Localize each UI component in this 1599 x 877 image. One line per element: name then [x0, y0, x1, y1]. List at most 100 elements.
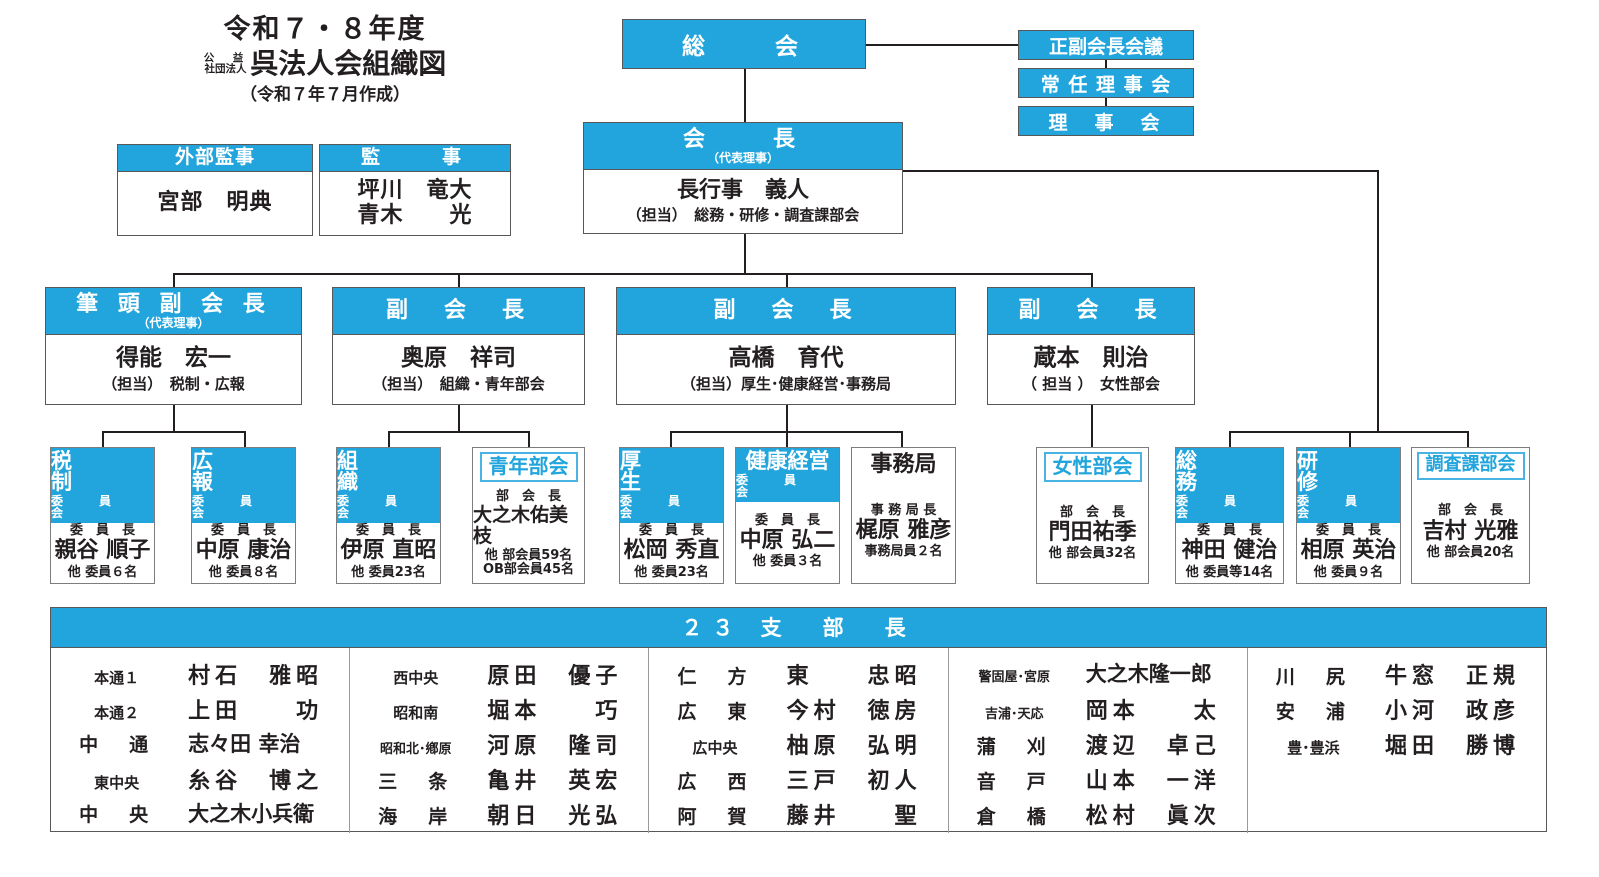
connector-vp2-drop: [458, 273, 460, 287]
connector-zeisei-drop: [102, 431, 104, 448]
committee-zeisei: 税 制 委 員 会 委 員 長 親谷 順子 他 委員６名: [50, 447, 155, 584]
connector-kenkou-drop: [786, 431, 788, 448]
vp4-header: 副 会 長: [988, 288, 1194, 335]
vp2-name: 奥原 祥司: [401, 345, 516, 372]
vp1-name: 得能 宏一: [116, 345, 231, 372]
committee-seinen-title: 青年部会: [479, 452, 578, 482]
committee-kousei-person: 松岡 秀直: [623, 538, 720, 564]
committee-jimukyoku-person: 梶原 雅彦: [855, 517, 952, 543]
committee-soumu-count: 他 委員等14名: [1185, 564, 1274, 580]
branch-row: 広 西三戸 初人: [649, 763, 947, 798]
committee-jimukyoku: 事務局 事 務 局 長 梶原 雅彦 事務局員２名: [851, 447, 956, 584]
branch-row: 昭和南堀本 巧: [350, 693, 648, 728]
committee-zeisei-sub: 委 員 会: [51, 494, 148, 520]
branch-chief-name: 上田 功: [188, 699, 324, 724]
connector-vp2-down: [458, 404, 460, 432]
branch-chief-name: 志々田 幸治: [188, 732, 301, 756]
committee-soumu-sub: 委 員 会: [1176, 494, 1273, 520]
kanji-names: 坪川 竜大 青木 光: [320, 172, 510, 235]
committee-kenshu-title: 研 修: [1297, 449, 1396, 494]
vp1-header-main: 筆 頭 副 会 長: [76, 291, 271, 317]
committee-jimukyoku-header: 事務局: [852, 448, 955, 482]
branch-chief-name: 岡本 太: [1085, 699, 1221, 724]
committee-kouhou: 広 報 委 員 会 委 員 長 中原 康治 他 委員８名: [191, 447, 296, 584]
kaicho-header-main: 会 長: [682, 126, 803, 152]
committee-soumu-role: 委 員 長: [1196, 523, 1262, 539]
committee-soumu-person: 神田 健治: [1181, 538, 1278, 564]
connector-vp3-drop: [786, 273, 788, 287]
committee-kenkou-role: 委 員 長: [754, 512, 820, 528]
branch-column: 川 尻牛窓 正規安 浦小河 政彦豊･豊浜堀田 勝博: [1248, 648, 1546, 833]
branch-row: 中 通志々田 幸治: [51, 728, 349, 763]
connector-vp4-down: [1091, 404, 1093, 448]
branch-chief-name: 堀田 勝博: [1384, 734, 1520, 759]
branch-area-name: 音 戸: [976, 771, 1052, 793]
connector-vp1-down: [173, 404, 175, 432]
branch-chief-name: 大之木小兵衛: [188, 802, 315, 826]
connector-vp2-bus: [388, 431, 530, 433]
committee-kenkou-header: 健康経営 委 員 会: [736, 448, 839, 502]
branch-row: 蒲 刈渡辺 卓己: [949, 728, 1247, 763]
committee-kouhou-count: 他 委員８名: [208, 564, 279, 580]
committee-seinen-header: 青年部会: [473, 448, 584, 486]
committee-kenshu-person: 相原 英治: [1300, 538, 1397, 564]
kanji-name-1: 坪川 竜大: [357, 177, 473, 203]
branch-row: 本通２ 上田 功: [51, 693, 349, 728]
committee-kousei: 厚 生 委 員 会 委 員 長 松岡 秀直 他 委員23名: [619, 447, 724, 584]
committee-soumu-header: 総 務 委 員 会: [1176, 448, 1283, 523]
branch-chief-name: 大之木隆一郎: [1085, 662, 1212, 686]
vp3-header-main: 副 会 長: [713, 298, 859, 324]
committee-kouhou-person: 中原 康治: [195, 538, 292, 564]
branch-table-header: ２３ 支 部 長: [51, 608, 1546, 648]
committee-kenshu-sub: 委 員 会: [1297, 494, 1394, 520]
committee-jimukyoku-count: 事務局員２名: [864, 544, 943, 560]
kaicho-duty: （担当） 総務・研修・調査課部会: [626, 205, 860, 224]
connector-jimukyoku-drop: [901, 431, 903, 448]
committee-jimukyoku-role: 事 務 局 長: [870, 502, 937, 518]
committee-kenshu: 研 修 委 員 会 委 員 長 相原 英治 他 委員９名: [1296, 447, 1401, 584]
committee-josei-body: 部 会 長 門田祐季 他 部会員32名: [1037, 486, 1148, 583]
vp2-body: 奥原 祥司 （担当） 組織・青年部会: [333, 335, 584, 404]
committee-soshiki-sub: 委 員 会: [337, 494, 434, 520]
branch-chief-name: 朝日 光弘: [487, 804, 623, 829]
committee-jimukyoku-title: 事務局: [870, 452, 937, 477]
committee-josei-bukai: 女性部会 部 会 長 門田祐季 他 部会員32名: [1036, 447, 1149, 584]
committee-zeisei-person: 親谷 順子: [54, 538, 151, 564]
branch-row: 安 浦小河 政彦: [1248, 693, 1546, 728]
kanji-name-2: 青木 光: [357, 202, 473, 228]
committee-kenkou-count: 他 委員３名: [752, 554, 823, 570]
committee-kenkou-sub: 委 員 会: [736, 473, 833, 499]
committee-soshiki: 組 織 委 員 会 委 員 長 伊原 直昭 他 委員23名: [336, 447, 441, 584]
vp3-body: 高橋 育代 （担当）厚生･健康経営･事務局: [617, 335, 955, 404]
branch-chief-name: 柚原 弘明: [786, 734, 922, 759]
page-title: 令和７・８年度 公 益 社団法人 呉法人会組織図 （令和７年７月作成）: [130, 16, 520, 104]
committee-chousa-bukai: 調査課部会 部 会 長 吉村 光雅 他 部会員20名: [1411, 447, 1530, 584]
committee-kenkou-body: 委 員 長 中原 弘二 他 委員３名: [736, 502, 839, 583]
branch-area-name: 安 浦: [1275, 701, 1351, 723]
committee-kenkou-person: 中原 弘二: [739, 527, 836, 553]
branch-chief-name: 亀井 英宏: [487, 769, 623, 794]
committee-soumu-title: 総 務: [1176, 449, 1275, 494]
branch-row: 倉 橋松村 眞次: [949, 798, 1247, 833]
kaicho-name: 長行事 義人: [676, 178, 809, 204]
branch-row: 音 戸山本 一洋: [949, 763, 1247, 798]
committee-kouhou-body: 委 員 長 中原 康治 他 委員８名: [192, 523, 295, 583]
gaibu-kanji-name: 宮部 明典: [157, 190, 273, 216]
committee-soshiki-header: 組 織 委 員 会: [337, 448, 440, 523]
branch-chief-name: 今村 徳房: [786, 699, 922, 724]
branch-area-name: 阿 賀: [677, 806, 753, 828]
branch-column: 仁 方東 忠昭広 東今村 徳房広中央柚原 弘明広 西三戸 初人阿 賀藤井 聖: [649, 648, 949, 833]
branch-row: 東中央糸谷 博之: [51, 763, 349, 798]
branch-area-name: 本通２: [94, 704, 140, 722]
committee-zeisei-header: 税 制 委 員 会: [51, 448, 154, 523]
committee-josei-title: 女性部会: [1043, 452, 1142, 482]
connector-kouhou-drop: [244, 431, 246, 448]
branch-row: 広中央柚原 弘明: [649, 728, 947, 763]
kanji-header: 監 事: [320, 145, 510, 172]
branch-area-name: 川 尻: [1275, 666, 1351, 688]
branch-area-name: 蒲 刈: [976, 736, 1052, 758]
committee-zeisei-title: 税 制: [51, 449, 150, 494]
